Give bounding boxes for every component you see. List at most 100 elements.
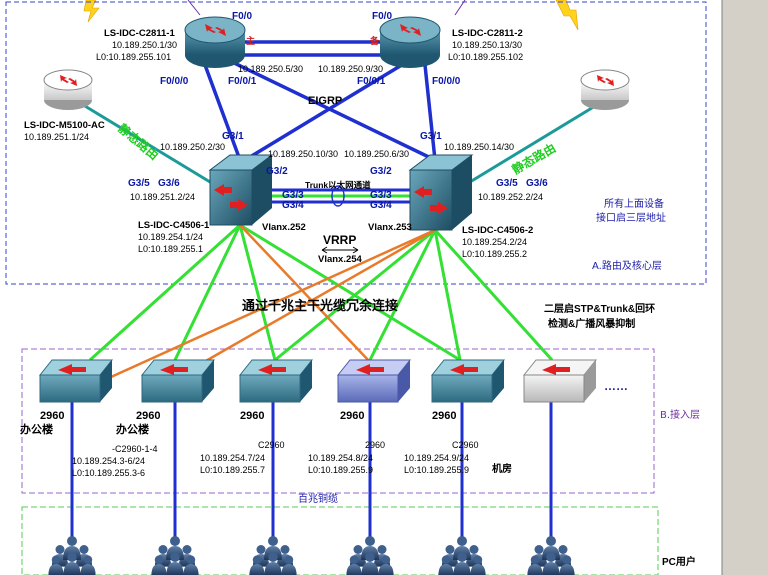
pc-section-border — [21, 506, 659, 575]
trunk-links — [268, 185, 412, 207]
right-panel — [722, 0, 768, 575]
core-left-name: LS-IDC-C4506-1 — [138, 220, 210, 231]
access-1-place: 办公楼 — [20, 422, 53, 436]
pc-users-icon — [438, 536, 486, 575]
access-info-2-loopback: L0:10.189.255.7 — [200, 465, 265, 475]
vrrp-arrow-icon — [321, 246, 359, 254]
router-arrows-icon — [60, 75, 77, 86]
router-main-loopback: L0:10.189.255.101 — [96, 52, 171, 62]
router-main[interactable] — [184, 16, 246, 68]
switch-arrows-icon — [258, 364, 286, 375]
router-left-ext-ip: 10.189.251.1/24 — [24, 132, 89, 142]
static-route-right-label: 静态路由 — [509, 140, 558, 177]
core-switch-right[interactable] — [408, 154, 474, 231]
access-switch-5[interactable] — [430, 359, 506, 403]
core-right-name: LS-IDC-C4506-2 — [462, 225, 533, 236]
link-label-c2-r1: 10.189.250.6/30 — [344, 149, 409, 159]
core-left-vlan: Vlanx.252 — [262, 222, 306, 233]
core-left-ip: 10.189.254.1/24 — [138, 232, 203, 242]
pc-blue-links — [70, 400, 553, 540]
router-backup-tag: 备 — [369, 35, 380, 47]
access-switch-1[interactable] — [38, 359, 114, 403]
router-left-ext[interactable] — [43, 69, 93, 110]
access-switch-6[interactable] — [522, 359, 598, 403]
pc-users-icon — [527, 536, 575, 575]
core-right-vlan: Vlanx.253 — [368, 222, 412, 233]
room-label: 机房 — [492, 462, 512, 475]
eigrp-label: EIGRP — [308, 95, 342, 107]
static-route-links — [74, 98, 606, 187]
switch-arrows-icon — [542, 364, 570, 375]
access-info-2-name: C2960 — [258, 440, 285, 450]
core-right-port-g31: G3/1 — [420, 131, 442, 142]
access-info-2-ip: 10.189.254.7/24 — [200, 453, 265, 463]
router-arrows-icon — [597, 75, 614, 86]
router-backup-port-b: F0/0/0 — [432, 76, 461, 87]
pc-users-icon — [346, 536, 394, 575]
stp-note: 二层启STP&Trunk&回环 — [544, 302, 655, 315]
core-blue-links — [203, 40, 437, 162]
access-2-place: 办公楼 — [116, 422, 149, 436]
access-switch-4[interactable] — [336, 359, 412, 403]
access-switch-3[interactable] — [238, 359, 314, 403]
section-b-label: B.接入层 — [660, 408, 700, 421]
router-main-port-a: F0/0/0 — [160, 76, 189, 87]
pc-user-groups — [48, 536, 575, 575]
router-backup-ip: 10.189.250.13/30 — [452, 40, 522, 50]
router-backup-name: LS-IDC-C2811-2 — [452, 28, 523, 39]
pc-users-icon — [249, 536, 297, 575]
router-left-ext-name: LS-IDC-M5100-AC — [24, 120, 105, 131]
router-backup-port-top: F0/0 — [372, 11, 392, 22]
link-label-r2-r2: 10.189.250.9/30 — [318, 64, 383, 74]
core-right-port-g32: G3/2 — [370, 166, 392, 177]
section-a-border — [5, 1, 707, 285]
lightning-right — [555, 0, 579, 31]
core-switch-left[interactable] — [208, 154, 274, 226]
core-left-port-g34: G3/4 — [282, 200, 304, 211]
router-backup[interactable] — [379, 16, 441, 68]
access-4-model: 2960 — [340, 410, 364, 422]
pc-users-icon — [48, 536, 96, 575]
core-left-port-g33: G3/3 — [282, 190, 304, 201]
access-3-model: 2960 — [240, 410, 264, 422]
access-info-3-loopback: L0:10.189.255.9 — [308, 465, 373, 475]
router-main-tag: 主 — [246, 35, 255, 47]
core-right-loopback: L0:10.189.255.2 — [462, 249, 527, 259]
router-arrows-icon — [205, 24, 226, 36]
core-right-port-g34: G3/4 — [370, 200, 392, 211]
link-label-r1-r1: 10.189.250.5/30 — [238, 64, 303, 74]
access-info-1-ip: 10.189.254.3-6/24 — [72, 456, 145, 466]
layer3-note-b: 接口启三层地址 — [596, 211, 666, 224]
access-info-4-loopback: L0:10.189.255.9 — [404, 465, 469, 475]
router-right-ext[interactable] — [580, 69, 630, 110]
switch-arrows-icon — [356, 364, 384, 375]
access-info-3-name: 2960 — [365, 440, 385, 450]
access-1-model: 2960 — [40, 410, 64, 422]
core-right-port-g36: G3/6 — [526, 178, 548, 189]
access-info-4-ip: 10.189.254.9/24 — [404, 453, 469, 463]
access-5-model: 2960 — [432, 410, 456, 422]
static-route-left-label: 静态路由 — [115, 120, 161, 162]
router-main-port-top: F0/0 — [232, 11, 252, 22]
trunk-label: Trunk以太网通道 — [305, 180, 371, 190]
copper-label: 百兆铜缆 — [298, 492, 338, 505]
access-switch-2[interactable] — [140, 359, 216, 403]
access-orange-links — [99, 224, 436, 384]
access-info-1-loopback: L0:10.189.255.3-6 — [72, 468, 145, 478]
access-info-4-name: C2960 — [452, 440, 479, 450]
vrrp-vlan-label: Vlanx.254 — [318, 254, 363, 265]
core-left-port-g32: G3/2 — [266, 166, 288, 177]
core-right-port-g33: G3/3 — [370, 190, 392, 201]
access-info-1-name: -C2960-1-4 — [112, 444, 158, 454]
switch-arrows-icon — [414, 186, 448, 214]
router-main-port-b: F0/0/1 — [228, 76, 257, 87]
section-b-border — [21, 348, 655, 494]
switch-arrows-icon — [58, 364, 86, 375]
redundancy-note: 通过千兆主干光缆冗余连接 — [242, 298, 398, 314]
router-main-name: LS-IDC-C2811-1 — [104, 28, 175, 39]
core-right-ip: 10.189.254.2/24 — [462, 237, 527, 247]
core-left-port-g36: G3/6 — [158, 178, 180, 189]
router-backup-port-a: F0/0/1 — [357, 76, 386, 87]
access-2-model: 2960 — [136, 410, 160, 422]
core-right-port-g35: G3/5 — [496, 178, 518, 189]
